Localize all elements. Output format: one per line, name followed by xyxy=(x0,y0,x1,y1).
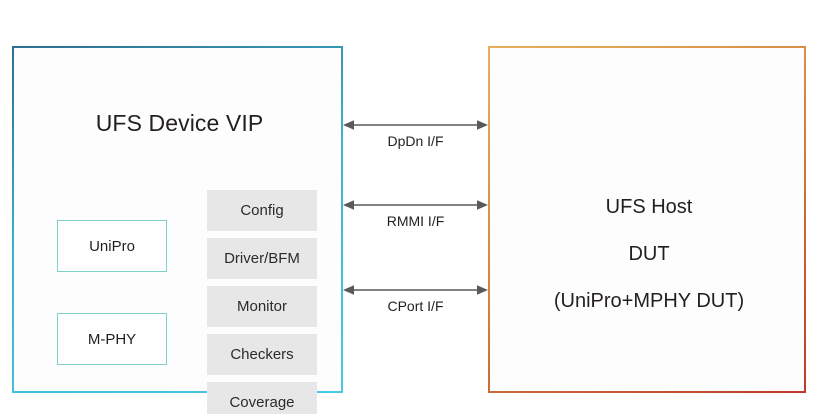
vip-component-driver-bfm-label: Driver/BFM xyxy=(224,250,300,267)
vip-component-driver-bfm: Driver/BFM xyxy=(207,238,317,279)
bidirectional-arrow-icon xyxy=(343,120,488,130)
vip-component-coverage-label: Coverage xyxy=(229,394,295,411)
vip-layer-mphy: M-PHY xyxy=(57,313,167,365)
vip-component-monitor: Monitor xyxy=(207,286,317,327)
dut-title-line-2: DUT xyxy=(628,243,670,265)
vip-component-config: Config xyxy=(207,190,317,231)
vip-layer-unipro: UniPro xyxy=(57,220,167,272)
vip-title: UFS Device VIP xyxy=(95,110,264,136)
dut-title-line-3: (UniPro+MPHY DUT) xyxy=(553,290,745,312)
vip-component-monitor-label: Monitor xyxy=(236,298,288,315)
vip-component-checkers: Checkers xyxy=(207,334,317,375)
vip-component-checkers-label: Checkers xyxy=(230,346,294,363)
interface-cport-label: CPort I/F xyxy=(387,298,444,314)
vip-component-config-label: Config xyxy=(240,202,284,219)
vip-component-coverage: Coverage xyxy=(207,382,317,414)
bidirectional-arrow-icon xyxy=(343,200,488,210)
interface-rmmi: RMMI I/F xyxy=(343,198,488,242)
ufs-host-dut-block: UFS Host DUT (UniPro+MPHY DUT) xyxy=(488,46,806,393)
interface-dpdn: DpDn I/F xyxy=(343,118,488,162)
interface-dpdn-label: DpDn I/F xyxy=(387,133,444,149)
vip-layer-mphy-label: M-PHY xyxy=(87,330,137,348)
bidirectional-arrow-icon xyxy=(343,285,488,295)
interface-cport: CPort I/F xyxy=(343,283,488,327)
ufs-device-vip-block: UFS Device VIP UniPro M-PHY Config Drive… xyxy=(12,46,343,414)
vip-layer-unipro-label: UniPro xyxy=(89,237,135,255)
interface-rmmi-label: RMMI I/F xyxy=(386,213,445,229)
dut-title-line-1: UFS Host xyxy=(605,196,693,218)
